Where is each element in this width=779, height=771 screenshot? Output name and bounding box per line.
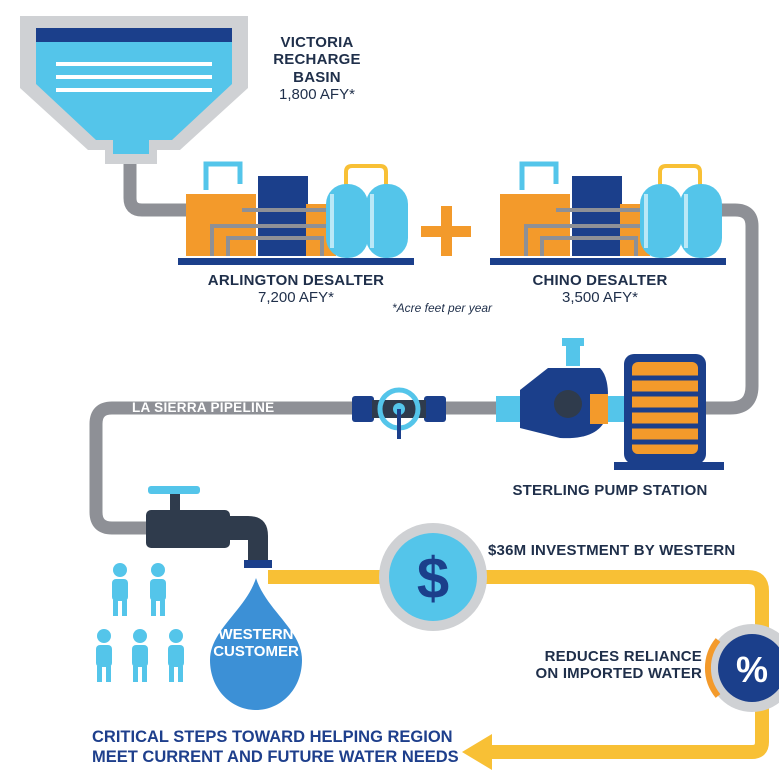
arlington-label: ARLINGTON DESALTER 7,200 AFY* <box>186 272 406 307</box>
people-icon <box>96 563 184 682</box>
customer-label: WESTERN CUSTOMER <box>206 626 306 661</box>
chino-label: CHINO DESALTER 3,500 AFY* <box>520 272 680 307</box>
conclusion-line2: MEET CURRENT AND FUTURE WATER NEEDS <box>92 747 459 766</box>
customer-line1: WESTERN <box>218 626 294 643</box>
reliance-line1: REDUCES RELIANCE <box>544 648 702 665</box>
dollar-symbol: $ <box>417 546 449 611</box>
percent-symbol: % <box>736 649 768 690</box>
plus-icon <box>421 206 471 256</box>
faucet-icon <box>146 486 272 568</box>
basin-label: VICTORIA RECHARGE BASIN 1,800 AFY* <box>252 34 382 103</box>
gray-pipes <box>89 162 759 535</box>
investment-label: $36M INVESTMENT BY WESTERN <box>488 542 776 559</box>
conclusion-text: CRITICAL STEPS TOWARD HELPING REGION MEE… <box>92 728 462 768</box>
percent-icon: % <box>705 624 779 712</box>
basin-name-line1: VICTORIA <box>280 34 354 51</box>
pipeline-label: LA SIERRA PIPELINE <box>132 400 275 415</box>
pump-station <box>496 338 724 470</box>
chino-name: CHINO DESALTER <box>532 272 668 289</box>
pump-name: STERLING PUMP STATION <box>512 482 708 499</box>
reliance-line2: ON IMPORTED WATER <box>535 665 702 683</box>
recharge-basin <box>20 16 248 164</box>
valve-icon <box>352 387 446 439</box>
conclusion-line1: CRITICAL STEPS TOWARD HELPING REGION <box>92 728 453 746</box>
pump-label: STERLING PUMP STATION <box>480 482 740 499</box>
chino-desalter <box>490 161 726 265</box>
reliance-label: REDUCES RELIANCE ON IMPORTED WATER <box>520 648 702 683</box>
basin-name-line2: RECHARGE BASIN <box>273 51 361 86</box>
arlington-value: 7,200 AFY* <box>258 289 334 307</box>
chino-value: 3,500 AFY* <box>562 289 638 307</box>
footnote: *Acre feet per year <box>392 301 493 315</box>
basin-value: 1,800 AFY* <box>279 85 355 103</box>
investment-text: $36M INVESTMENT BY WESTERN <box>488 542 736 559</box>
customer-line2: CUSTOMER <box>213 643 299 661</box>
dollar-coin-icon: $ <box>379 523 487 631</box>
arlington-desalter <box>178 161 414 265</box>
flow-arrowhead <box>462 734 492 770</box>
water-drop-icon <box>210 578 302 710</box>
arlington-name: ARLINGTON DESALTER <box>207 272 385 289</box>
